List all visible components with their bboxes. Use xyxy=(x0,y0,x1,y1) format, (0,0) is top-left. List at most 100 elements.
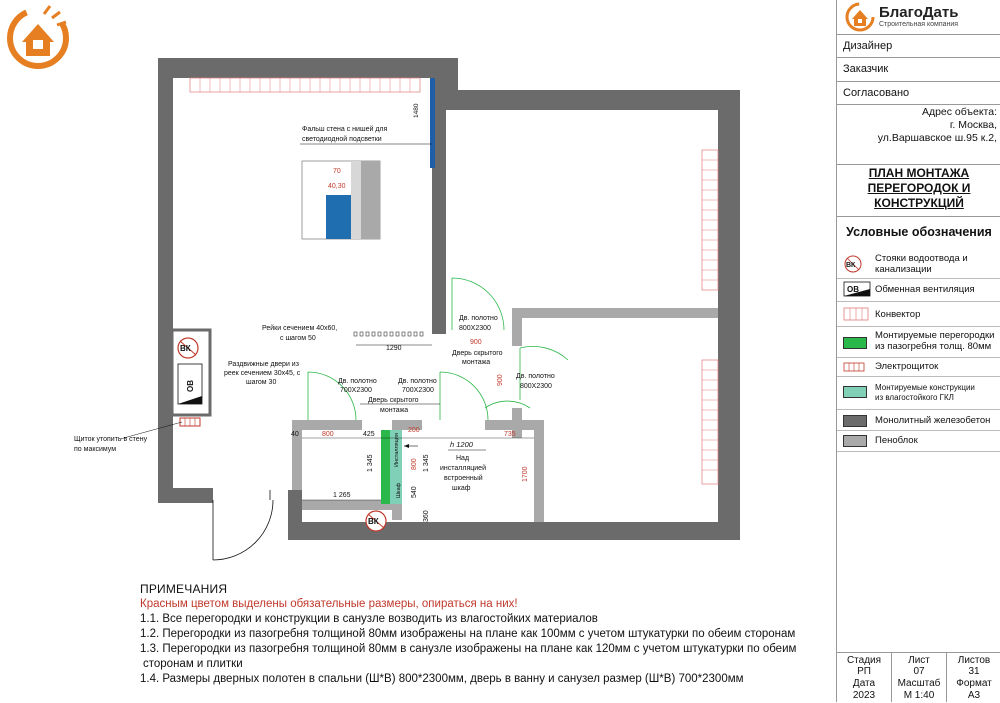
scale-value: М 1:40 xyxy=(903,690,935,701)
cabinet-text: Шкаф xyxy=(396,482,402,498)
vk-riser-icon: ВК xyxy=(844,255,862,273)
approved-row: Согласовано xyxy=(837,82,1000,105)
hidden-door-a: Дверь скрытого монтажа xyxy=(452,350,505,366)
svg-text:ВК: ВК xyxy=(846,262,856,269)
legend-gkl-text-2: из влагостойкого ГКЛ xyxy=(875,393,954,402)
dim-800: 800 xyxy=(322,431,334,438)
svg-text:ОВ: ОВ xyxy=(847,285,859,294)
note-item-1: 1.1. Все перегородки и конструкции в сан… xyxy=(140,613,598,625)
company-logo-icon xyxy=(7,5,69,69)
dark-gray-swatch xyxy=(843,415,867,427)
format-label: Формат xyxy=(956,678,992,689)
legend-gkl: Монтируемые конструкции из влагостойкого… xyxy=(837,377,1000,410)
slats-note: Рейки сечением 40х60, с шагом 50 xyxy=(262,324,339,342)
customer-label: Заказчик xyxy=(843,63,889,75)
brand-subtitle: Строительная компания xyxy=(879,21,959,28)
note-item-3-cont: сторонам и плитки xyxy=(143,658,243,670)
address-street: ул.Варшавское ш.95 к.2, xyxy=(877,132,997,144)
dim-360: 360 xyxy=(423,510,430,522)
legend-foam-block: Пеноблок xyxy=(837,431,1000,452)
dim-900-v: 900 xyxy=(497,374,504,386)
legend-green-partition: Монтируемые перегородки из пазогребня то… xyxy=(837,327,1000,358)
led-false-wall xyxy=(430,78,435,168)
drawing-title-line-2: ПЕРЕГОРОДОК И xyxy=(867,181,971,195)
legend-gkl-text-1: Монтируемые конструкции xyxy=(875,383,975,392)
niche-dim-2: 40,30 xyxy=(328,183,346,190)
address-label: Адрес объекта: xyxy=(921,106,997,118)
h-label: h 1200 xyxy=(450,440,474,449)
legend-vk: ВК Стояки водоотвода и канализации xyxy=(837,250,1000,279)
customer-row: Заказчик xyxy=(837,57,1000,82)
install-note: Над инсталляцией встроенный шкаф xyxy=(440,455,488,492)
dim-1480: 1480 xyxy=(413,103,420,118)
dim-735: 735 xyxy=(504,431,516,438)
object-address: Адрес объекта: г. Москва, ул.Варшавское … xyxy=(837,106,1000,165)
false-wall-note: Фальш стена с нишей для светодиодной под… xyxy=(302,125,389,143)
stage-label: Стадия xyxy=(846,655,882,666)
designer-label: Дизайнер xyxy=(843,40,893,52)
brand-header: БлагоДать Строительная компания xyxy=(837,0,1000,34)
entry-door xyxy=(212,490,274,561)
notes-title: ПРИМЕЧАНИЯ xyxy=(140,582,228,596)
convectors xyxy=(189,77,719,485)
niche-detail: 70 40,30 xyxy=(301,160,381,240)
date-value: 2023 xyxy=(852,690,876,701)
legend-green-text-2: из пазогребня толщ. 80мм xyxy=(875,341,992,352)
door-label-b: Дв. полотно 800Х2300 xyxy=(516,373,557,390)
legend-convector: Конвектор xyxy=(837,302,1000,327)
panel-note: Щиток утопить в стену по максимум xyxy=(74,436,149,453)
legend-vk-text-1: Стояки водоотвода и xyxy=(875,253,968,264)
green-swatch xyxy=(843,337,867,349)
dim-1290: 1290 xyxy=(386,345,402,352)
legend-concrete-text: Монолитный железобетон xyxy=(875,415,991,426)
notes-red-warning: Красным цветом выделены обязательные раз… xyxy=(140,598,518,610)
dim-540: 540 xyxy=(411,486,418,498)
scale-label: Масштаб xyxy=(897,678,941,689)
dim-800-v: 800 xyxy=(411,458,418,470)
slat-row xyxy=(353,331,424,337)
stage-value: РП xyxy=(857,666,871,677)
sheets-label: Листов xyxy=(957,655,991,666)
sheet-value: 07 xyxy=(913,666,925,677)
dim-40: 40 xyxy=(291,431,299,438)
gkl-installation-box xyxy=(390,430,402,504)
legend-concrete: Монолитный железобетон xyxy=(837,410,1000,431)
dim-1345-a: 1 345 xyxy=(367,454,374,472)
title-block: БлагоДать Строительная компания Дизайнер… xyxy=(836,0,1000,702)
dim-425: 425 xyxy=(363,431,375,438)
dim-1700: 1700 xyxy=(522,466,529,482)
designer-row: Дизайнер xyxy=(837,34,1000,58)
address-city: г. Москва, xyxy=(949,119,997,131)
monolithic-walls xyxy=(158,58,740,540)
door-label-c: Дв. полотно 700Х2300 xyxy=(338,378,379,394)
format-value: А3 xyxy=(967,690,981,701)
door-label-a: Дв. полотно 800Х2300 xyxy=(459,315,500,332)
legend-ov: ОВ Обменная вентиляция xyxy=(837,279,1000,302)
sheet-label: Лист xyxy=(908,655,930,666)
convector-icon xyxy=(843,307,869,321)
door-label-d: Дв. полотно 700Х2300 xyxy=(398,378,439,394)
vk-label-1: ВК xyxy=(180,344,191,353)
legend-convector-text: Конвектор xyxy=(875,309,921,320)
legend-ov-text: Обменная вентиляция xyxy=(875,284,975,295)
note-item-3: 1.3. Перегородки из пазогребня толщиной … xyxy=(140,643,797,655)
ventilation-icon: ОВ xyxy=(843,281,871,297)
dim-1265: 1 265 xyxy=(333,492,351,499)
date-label: Дата xyxy=(852,678,876,689)
note-item-4: 1.4. Размеры дверных полотен в спальни (… xyxy=(140,673,744,685)
legend-green-text-1: Монтируемые перегородки xyxy=(875,330,995,341)
dim-1345-b: 1 345 xyxy=(423,454,430,472)
vk-label-2: ВК xyxy=(368,517,379,526)
installation-text: Инсталляция xyxy=(394,433,400,467)
drawing-title: ПЛАН МОНТАЖА ПЕРЕГОРОДОК И КОНСТРУКЦИЙ xyxy=(837,166,1000,217)
brand-name: БлагоДать xyxy=(879,4,959,21)
partition-80mm xyxy=(381,430,390,504)
sliding-doors-note: Раздвижные двери из реек сечением 30х45,… xyxy=(224,361,302,386)
teal-swatch xyxy=(843,386,867,398)
hidden-door-b: Дверь скрытого монтажа xyxy=(368,397,421,414)
legend-panel-text: Электрощиток xyxy=(875,361,939,372)
drawing-title-line-1: ПЛАН МОНТАЖА xyxy=(868,166,970,180)
approved-label: Согласовано xyxy=(843,87,910,99)
drawing-title-line-3: КОНСТРУКЦИЙ xyxy=(874,196,964,210)
niche-dim-1: 70 xyxy=(333,168,341,175)
